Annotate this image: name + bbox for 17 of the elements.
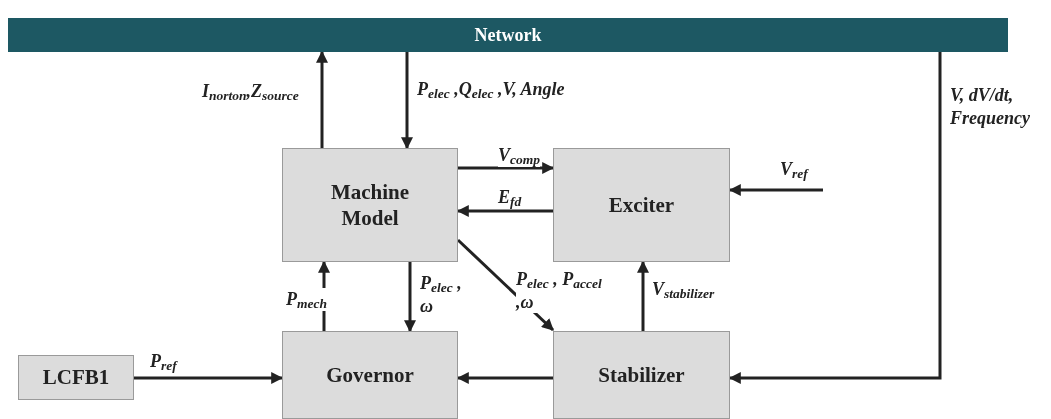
arrow [456, 372, 553, 384]
arrow [404, 262, 416, 333]
arrow [401, 52, 413, 150]
block-box: Governor [282, 331, 458, 419]
block-box: Machine Model [282, 148, 458, 262]
block-box: Exciter [553, 148, 730, 262]
edge-label: P$_{mech}$ [286, 288, 327, 311]
arrow [728, 52, 942, 384]
arrow [458, 162, 555, 174]
arrow [316, 50, 328, 148]
arrow [456, 205, 553, 217]
arrow [728, 184, 823, 196]
network-band: Network [8, 18, 1008, 52]
arrow [637, 260, 649, 331]
arrow [134, 372, 284, 384]
block-box: LCFB1 [18, 355, 134, 400]
block-box: Stabilizer [553, 331, 730, 419]
